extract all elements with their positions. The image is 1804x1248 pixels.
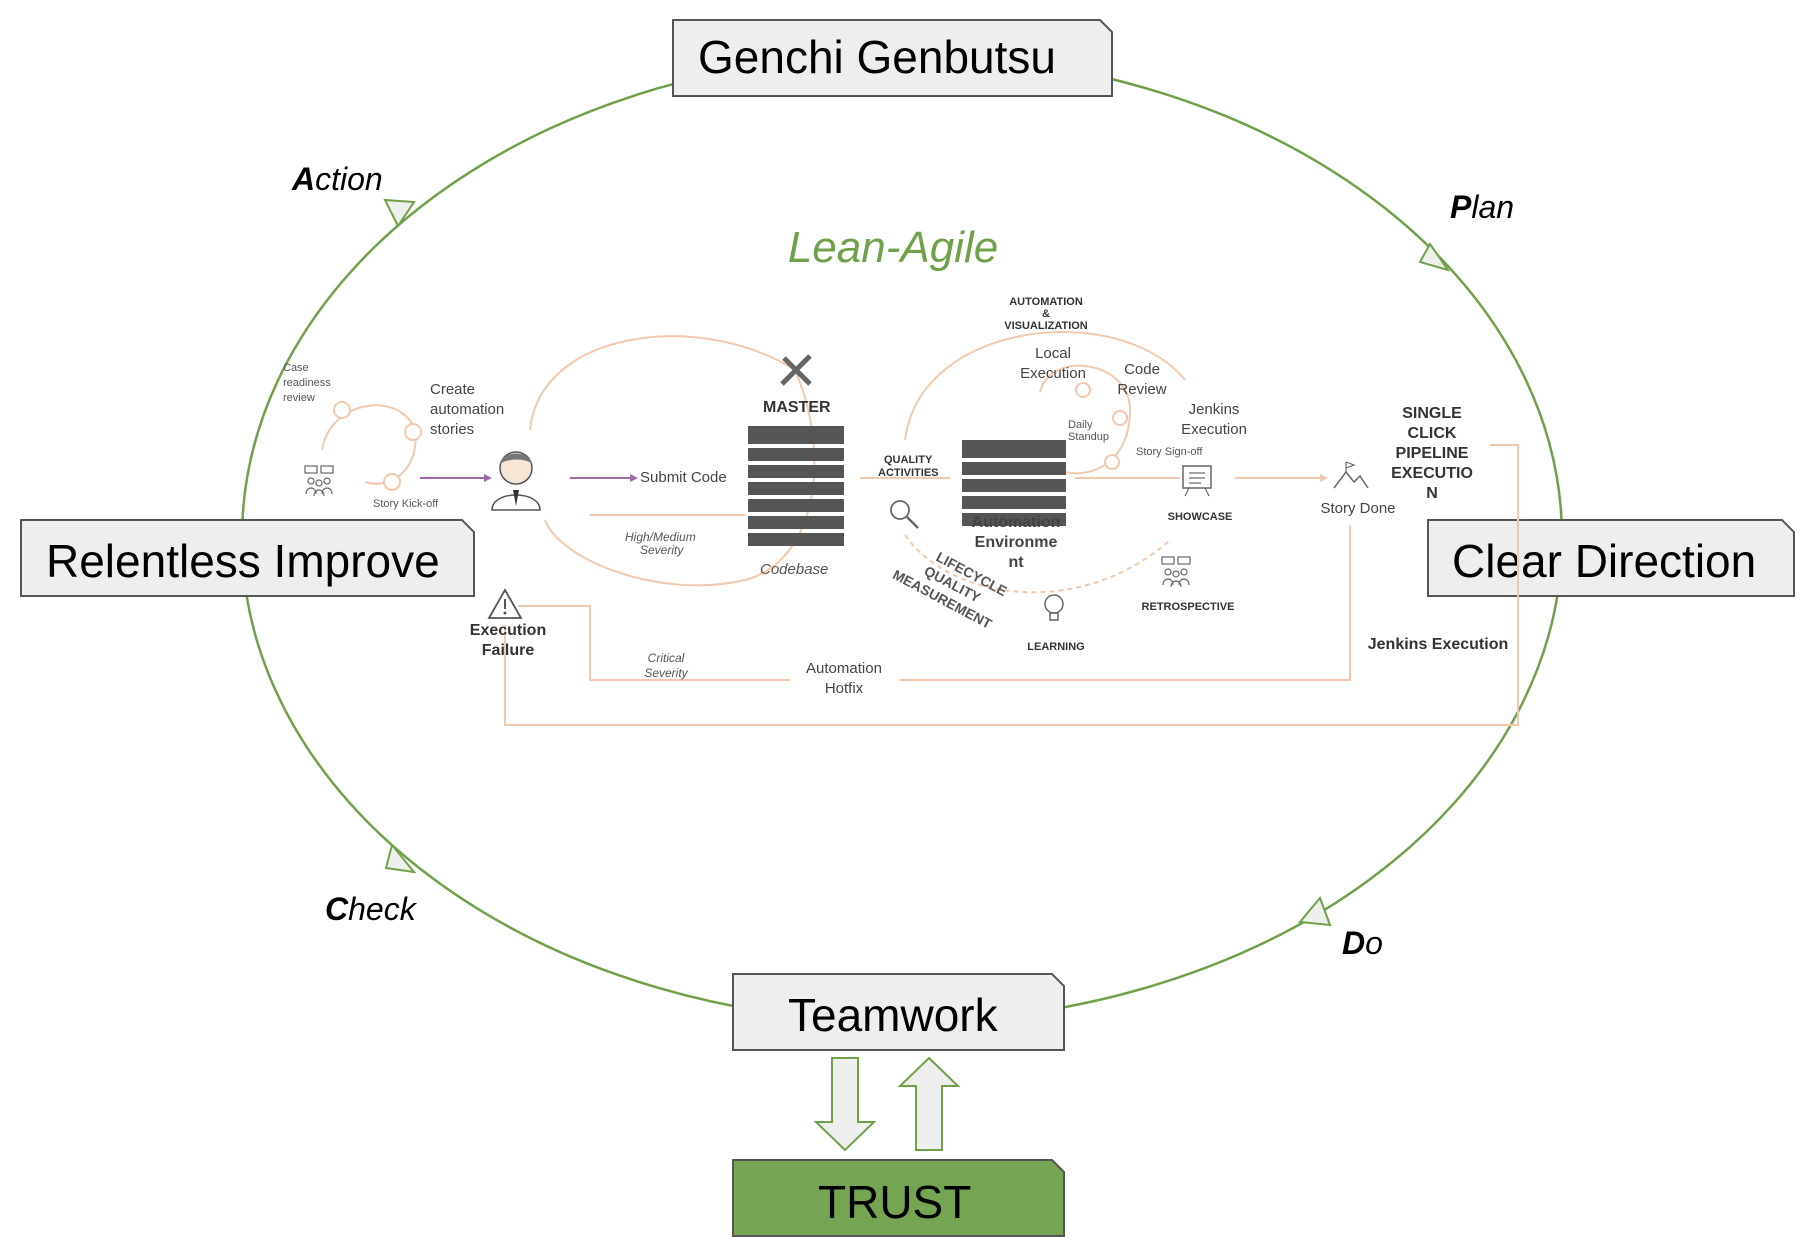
team-icon <box>1161 556 1191 588</box>
story-done-label: Story Done <box>1320 500 1395 517</box>
codebase-label: Codebase <box>760 561 828 578</box>
env-inner-loop <box>1039 364 1132 475</box>
retrospective-label: RETROSPECTIVE <box>1142 601 1235 613</box>
genchi-genbutsu-box: Genchi Genbutsu <box>672 19 1113 97</box>
master-loop <box>529 335 816 587</box>
env-outer-loop <box>904 331 1186 441</box>
tools-icon <box>780 354 812 386</box>
check-label: Check <box>325 891 418 927</box>
loop-node <box>333 401 351 419</box>
teamwork-box: Teamwork <box>732 973 1065 1051</box>
down-arrow-icon <box>813 1057 877 1152</box>
relentless-improve-box: Relentless Improve <box>20 519 475 597</box>
story-signoff-label: Story Sign-off <box>1136 446 1203 458</box>
showcase-label: SHOWCASE <box>1168 511 1233 523</box>
loop-node <box>383 473 401 491</box>
do-label: Do <box>1342 925 1383 961</box>
plan-arrow-icon <box>1418 242 1451 272</box>
action-arrow-icon <box>383 198 416 228</box>
person-avatar-icon <box>491 451 541 511</box>
warning-icon <box>487 588 523 619</box>
lean-agile-title: Lean-Agile <box>788 223 998 272</box>
environment-server <box>962 440 1066 526</box>
search-icon <box>890 500 919 529</box>
svg-text:Genchi Genbutsu: Genchi Genbutsu <box>698 31 1056 83</box>
trust-box: TRUST <box>732 1159 1065 1237</box>
svg-text:Teamwork: Teamwork <box>788 989 999 1041</box>
svg-text:Clear Direction: Clear Direction <box>1452 535 1756 587</box>
flag-mountain-icon <box>1333 461 1369 489</box>
master-label: MASTER <box>763 399 831 416</box>
kickoff-loop <box>321 404 417 485</box>
loop-node <box>404 423 422 441</box>
loop-node <box>1112 410 1128 426</box>
jenkins-execution-bottom-label: Jenkins Execution <box>1368 636 1509 653</box>
check-arrow-icon <box>384 842 417 874</box>
do-arrow-icon <box>1298 896 1332 927</box>
learning-label: LEARNING <box>1027 641 1084 653</box>
automation-visualization-label: AUTOMATION&VISUALIZATION <box>1004 296 1088 332</box>
team-icon <box>304 465 334 497</box>
loop-node <box>1104 454 1120 470</box>
loop-node <box>1075 382 1091 398</box>
up-arrow-icon <box>897 1056 961 1151</box>
plan-label: Plan <box>1450 189 1514 225</box>
svg-text:TRUST: TRUST <box>818 1176 971 1228</box>
action-label: Action <box>291 161 383 197</box>
submit-code-label: Submit Code <box>640 469 727 486</box>
svg-text:Relentless Improve: Relentless Improve <box>46 535 440 587</box>
lightbulb-icon <box>1044 594 1064 621</box>
presentation-board-icon <box>1182 465 1212 497</box>
clear-direction-box: Clear Direction <box>1427 519 1795 597</box>
story-kickoff-label: Story Kick-off <box>373 498 439 510</box>
codebase-server <box>748 426 844 546</box>
